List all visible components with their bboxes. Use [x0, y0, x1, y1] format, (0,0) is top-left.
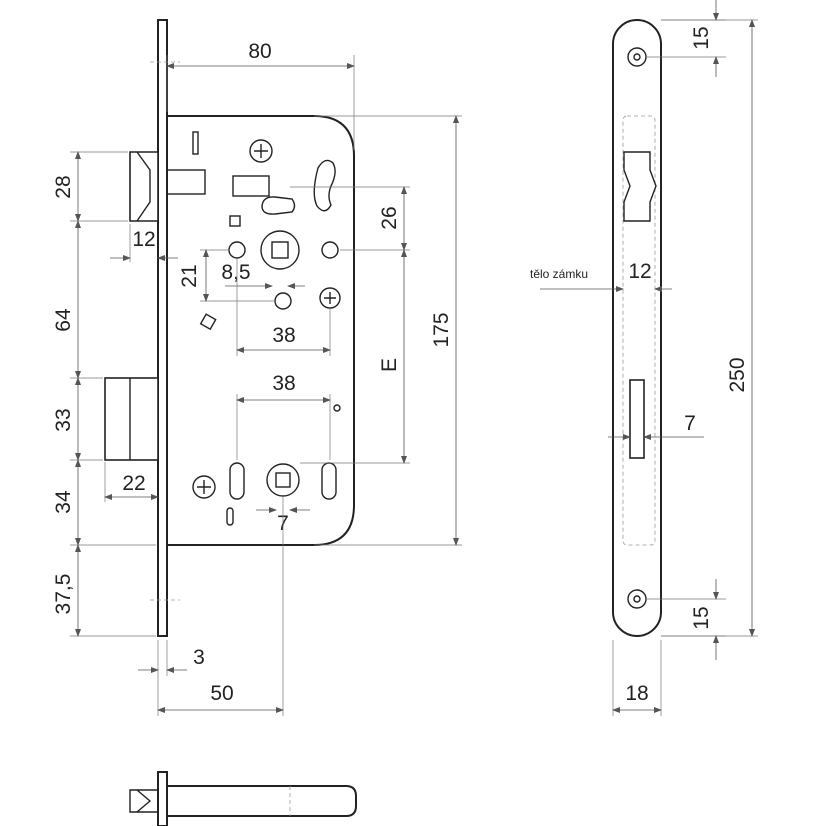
dim-175: 175: [430, 312, 453, 347]
latch-opening: [623, 151, 657, 222]
faceplate-hole-bottom-inner: [633, 595, 641, 603]
small-square: [229, 215, 241, 227]
dim-26: 26: [378, 206, 401, 229]
dim-15-bottom: 15: [690, 606, 713, 629]
dim-15-top: 15: [690, 26, 713, 49]
dim-50: 50: [210, 682, 233, 705]
dim-34: 34: [52, 490, 75, 514]
latch-tail: [166, 169, 206, 195]
latch-spring-block: [232, 175, 270, 197]
dim-3: 3: [193, 646, 205, 669]
dim-21: 21: [178, 264, 201, 287]
dim-12-latch: 12: [132, 228, 155, 251]
dim-22: 22: [122, 472, 145, 495]
dim-8-5: 8,5: [221, 261, 250, 284]
dim-33: 33: [52, 408, 75, 431]
lock-case: [167, 115, 355, 546]
dim-37-5: 37,5: [52, 574, 75, 615]
hole-below: [274, 292, 292, 310]
front-view: 80 28 12 64 33 22 34 37,5: [52, 19, 462, 716]
dim-28: 28: [52, 175, 75, 198]
case-top-view: [167, 785, 357, 817]
dim-64: 64: [52, 308, 75, 332]
latch-bolt-bevel: [136, 151, 151, 222]
faceplate-hole-top-inner: [633, 53, 641, 61]
latch-bolt: [129, 151, 159, 222]
slot-right: [321, 462, 337, 500]
dim-7-slot: 7: [684, 412, 696, 435]
dim-38-upper: 38: [272, 324, 295, 347]
key-hub: [266, 463, 300, 497]
handle-spindle-hub: [260, 230, 300, 270]
dead-bolt: [104, 377, 159, 461]
top-view: [129, 771, 357, 826]
latch-slot: [192, 131, 199, 155]
small-slot: [226, 507, 234, 526]
latch-top-view: [129, 789, 159, 813]
tilted-square: [199, 313, 217, 331]
screw-upper: [249, 139, 273, 163]
bolt-opening: [629, 379, 645, 459]
side-view: 15 250 tělo zámku 12 7 15 18: [530, 0, 758, 716]
dim-80: 80: [248, 40, 271, 63]
faceplate-hole-bottom: [627, 589, 647, 609]
hole-right: [321, 241, 339, 259]
faceplate-side: [612, 19, 662, 637]
dim-38-lower: 38: [272, 372, 295, 395]
dot-small: [333, 404, 341, 412]
dim-250: 250: [726, 357, 749, 392]
body-width-label: tělo zámku: [530, 267, 588, 281]
faceplate-inner-outline: [622, 115, 656, 546]
dim-18: 18: [625, 682, 648, 705]
key-square: [275, 472, 291, 488]
screw-middle-slot: [324, 292, 336, 304]
follower-slot: [313, 159, 336, 212]
hole-left: [228, 241, 246, 259]
screw-lower: [192, 475, 216, 499]
screw-lower-slot: [197, 480, 211, 494]
dim-12-body: 12: [628, 260, 651, 283]
handle-spindle-square: [271, 241, 289, 259]
faceplate-front: [157, 19, 168, 637]
screw-upper-slot: [254, 144, 268, 158]
dim-E: E: [378, 358, 401, 372]
small-lever: [261, 196, 296, 215]
faceplate-hole-top: [627, 47, 647, 67]
faceplate-top-view: [157, 771, 168, 826]
slot-left: [229, 462, 245, 500]
